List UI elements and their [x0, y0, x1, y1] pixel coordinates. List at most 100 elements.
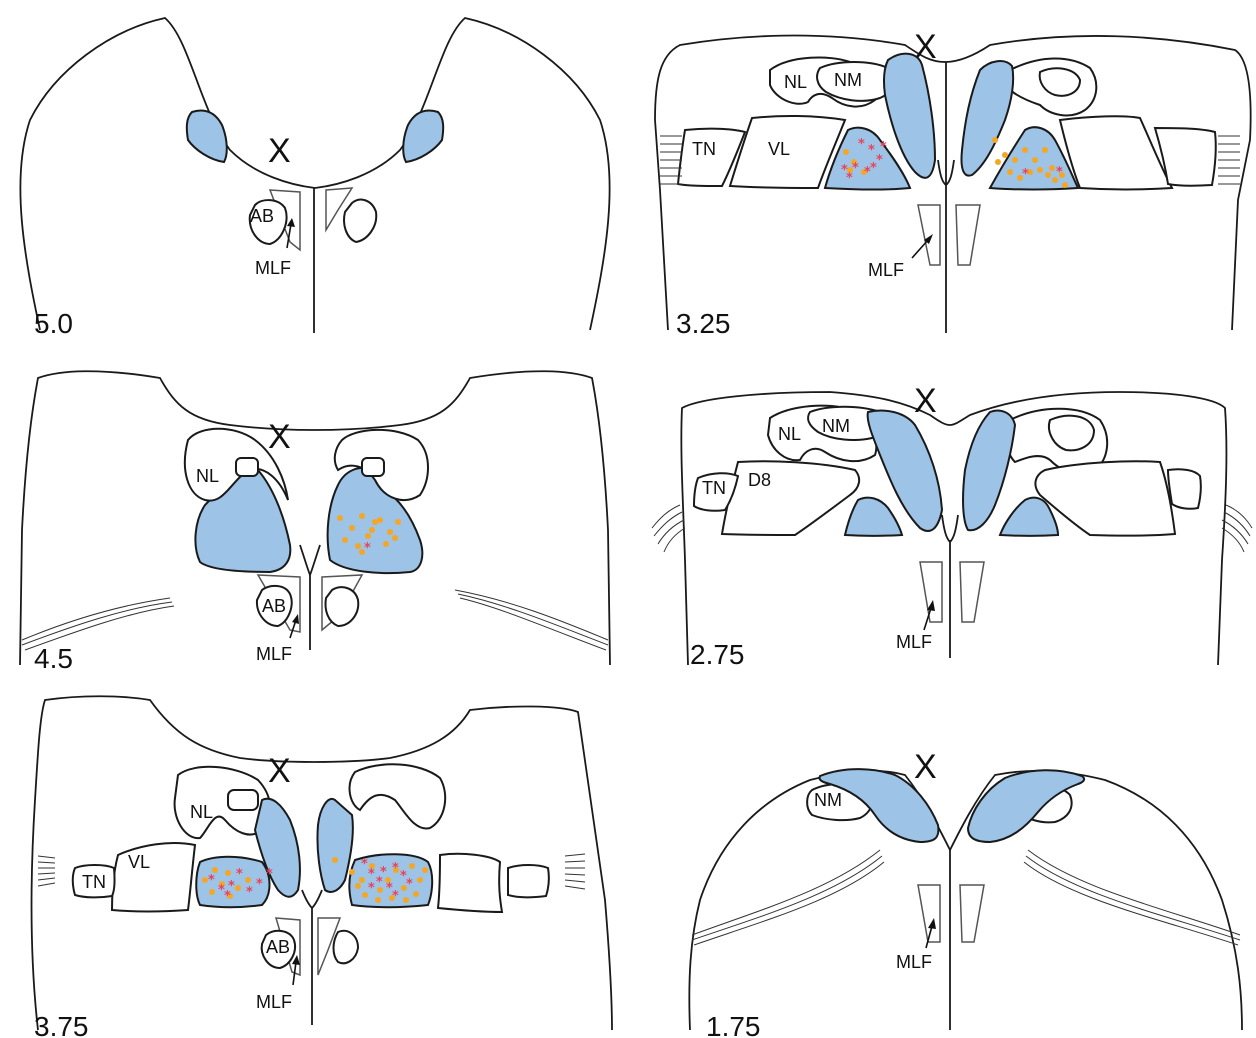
- orange-dot: [387, 529, 393, 535]
- small-nucleus-right: [362, 458, 384, 476]
- tn-label: TN: [82, 872, 106, 892]
- hatch-left: [652, 505, 685, 552]
- mlf-outline-left: [918, 885, 940, 942]
- ventricle: [300, 545, 320, 575]
- orange-dot: [245, 877, 251, 883]
- small-nucleus-left: [228, 790, 258, 810]
- panel-3-75: X NL VL TN AB MLF 3.75: [32, 696, 612, 1038]
- section-outline: [20, 18, 609, 330]
- vl-nucleus-right: [438, 854, 502, 912]
- red-star: *: [208, 873, 215, 888]
- orange-dot: [409, 863, 415, 869]
- orange-dot: [843, 149, 849, 155]
- orange-dot: [1042, 147, 1048, 153]
- blue-region-left: [187, 111, 227, 162]
- orange-dot: [355, 883, 361, 889]
- x-label: X: [914, 382, 937, 420]
- red-star: *: [852, 161, 859, 176]
- orange-dot: [1049, 165, 1055, 171]
- nm-label: NM: [822, 416, 850, 436]
- orange-dot: [1002, 152, 1008, 158]
- nl-label: NL: [778, 424, 801, 444]
- red-star: *: [858, 137, 865, 152]
- red-star: *: [236, 867, 243, 882]
- mlf-label: MLF: [896, 952, 932, 972]
- red-star: *: [246, 885, 253, 900]
- x-label: X: [268, 132, 291, 170]
- orange-dot: [1045, 172, 1051, 178]
- red-star: *: [870, 161, 877, 176]
- tn-nucleus-right: [1168, 469, 1201, 509]
- orange-dot: [392, 535, 398, 541]
- orange-dot: [235, 885, 241, 891]
- orange-dot: [413, 891, 419, 897]
- tract-right: [455, 590, 608, 650]
- ab-nucleus-right: [326, 587, 359, 626]
- panel-3-25: X NL NM VL TN MLF 3.25: [655, 28, 1251, 339]
- ab-nucleus-right: [344, 200, 376, 242]
- panel-2-75: X NL NM D8 TN MLF 2.75: [652, 382, 1252, 670]
- x-label: X: [268, 752, 291, 790]
- mlf-label: MLF: [896, 632, 932, 652]
- orange-dot: [995, 159, 1001, 165]
- red-star: *: [392, 861, 399, 876]
- blue-strip-right: [317, 799, 352, 892]
- panel-5-0: X AB MLF 5.0: [20, 18, 609, 339]
- blue-region-right: [403, 111, 443, 162]
- orange-dot: [1022, 147, 1028, 153]
- mlf-label: MLF: [256, 644, 292, 664]
- mlf-label: MLF: [256, 992, 292, 1012]
- d8-label: D8: [748, 470, 771, 490]
- orange-dot: [422, 867, 428, 873]
- red-star: *: [1022, 167, 1029, 182]
- vl-nucleus-left: [112, 843, 195, 911]
- mlf-outline-right: [956, 205, 980, 265]
- tract-right: [1024, 850, 1240, 945]
- red-star: *: [368, 867, 375, 882]
- orange-dot: [209, 889, 215, 895]
- ab-label: AB: [262, 596, 286, 616]
- level-label: 4.5: [34, 643, 73, 674]
- orange-dot: [369, 527, 375, 533]
- ventricle: [302, 890, 322, 908]
- orange-dot: [332, 857, 338, 863]
- mlf-label: MLF: [868, 260, 904, 280]
- vl-label: VL: [768, 139, 790, 159]
- tn-label: TN: [692, 139, 716, 159]
- small-nucleus-left: [236, 458, 258, 476]
- hatch-left: [38, 856, 55, 886]
- tn-nucleus-right: [508, 865, 549, 897]
- mlf-outline-left: [920, 562, 942, 622]
- red-star: *: [1056, 165, 1063, 180]
- orange-dot: [395, 519, 401, 525]
- mlf-outline-right: [960, 885, 984, 942]
- ab-label: AB: [266, 937, 290, 957]
- ab-nucleus-right: [334, 931, 359, 963]
- orange-dot: [1037, 167, 1043, 173]
- red-star: *: [266, 867, 273, 882]
- d8-nucleus-left: [722, 461, 859, 535]
- level-label: 3.75: [34, 1011, 89, 1038]
- orange-dot: [375, 897, 381, 903]
- tract-left: [692, 850, 884, 945]
- orange-dot: [359, 513, 365, 519]
- x-label: X: [268, 418, 291, 456]
- level-label: 2.75: [690, 639, 745, 670]
- red-star: *: [880, 140, 887, 155]
- red-star: *: [361, 857, 368, 872]
- ab-label: AB: [250, 206, 274, 226]
- nl-label: NL: [190, 802, 213, 822]
- mlf-label: MLF: [255, 258, 291, 278]
- blue-strip-right: [963, 411, 1015, 531]
- orange-dot: [992, 137, 998, 143]
- orange-dot: [1062, 182, 1068, 188]
- orange-dot: [359, 877, 365, 883]
- orange-dot: [1007, 169, 1013, 175]
- orange-dot: [1012, 157, 1018, 163]
- panel-1-75: X NM MLF 1.75: [689, 748, 1242, 1038]
- red-star: *: [256, 877, 263, 892]
- nl-nucleus-right: [350, 764, 446, 828]
- nl-label: NL: [784, 72, 807, 92]
- orange-dot: [403, 897, 409, 903]
- red-star: *: [376, 875, 383, 890]
